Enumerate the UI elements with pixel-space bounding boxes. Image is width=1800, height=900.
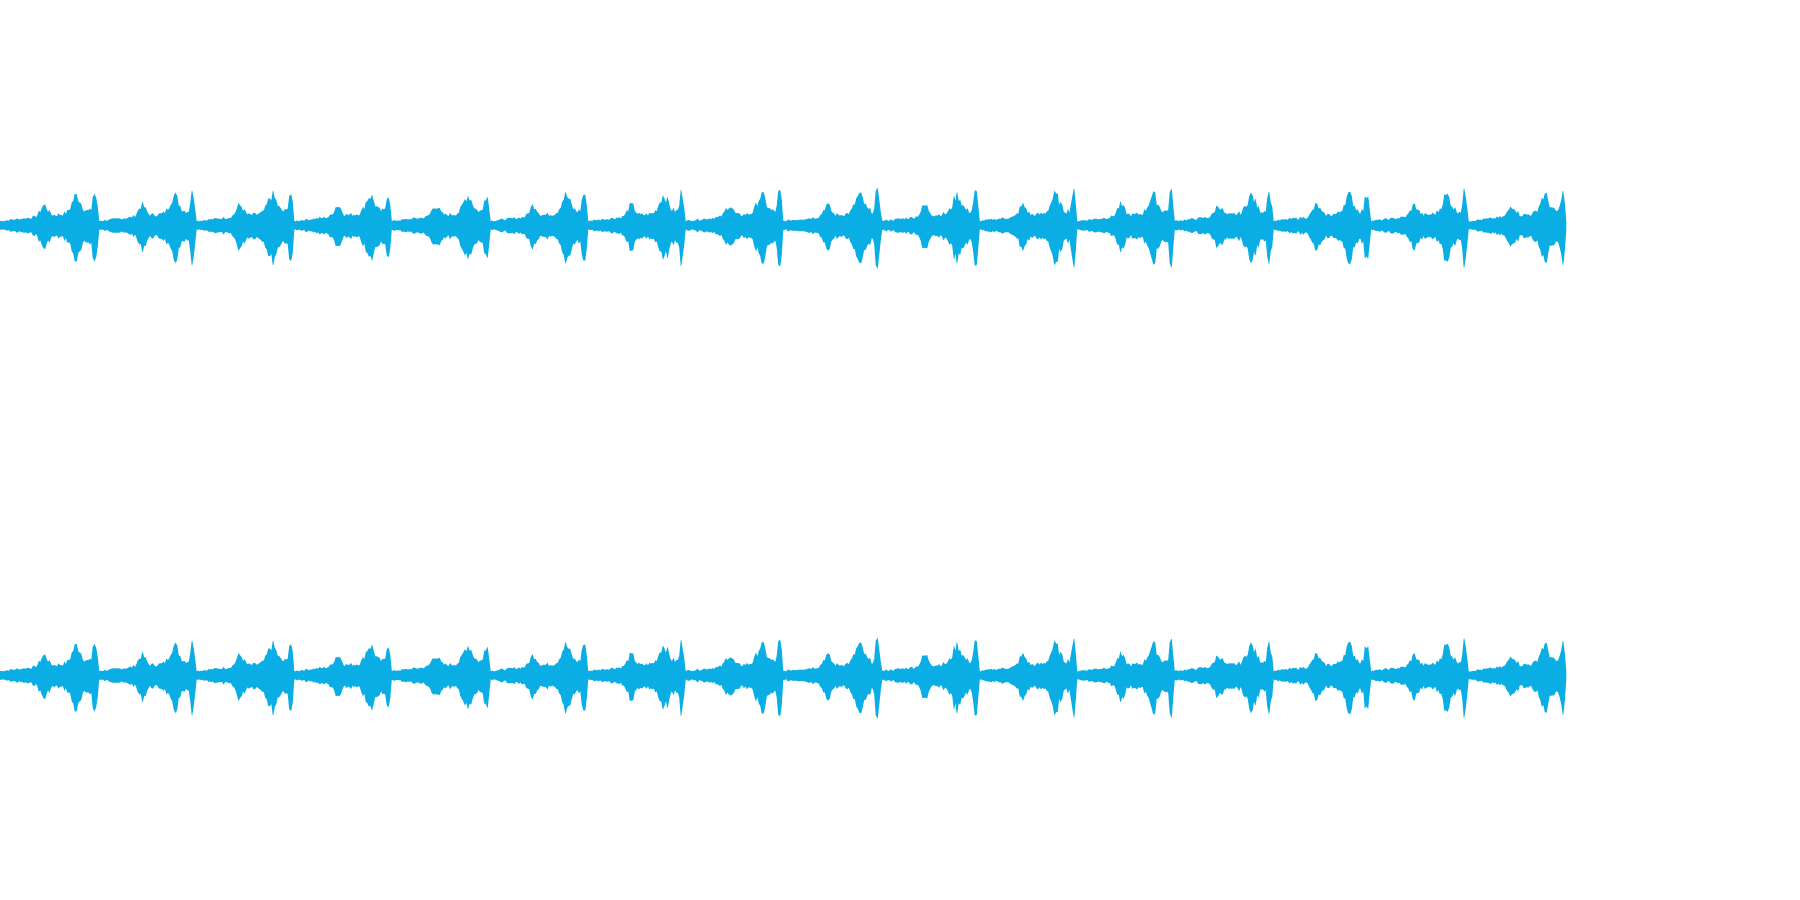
waveform-channel-right bbox=[0, 637, 1567, 720]
waveform-path-left bbox=[0, 187, 1567, 270]
waveform-path-right bbox=[0, 637, 1567, 720]
waveform-channel-left bbox=[0, 187, 1567, 270]
